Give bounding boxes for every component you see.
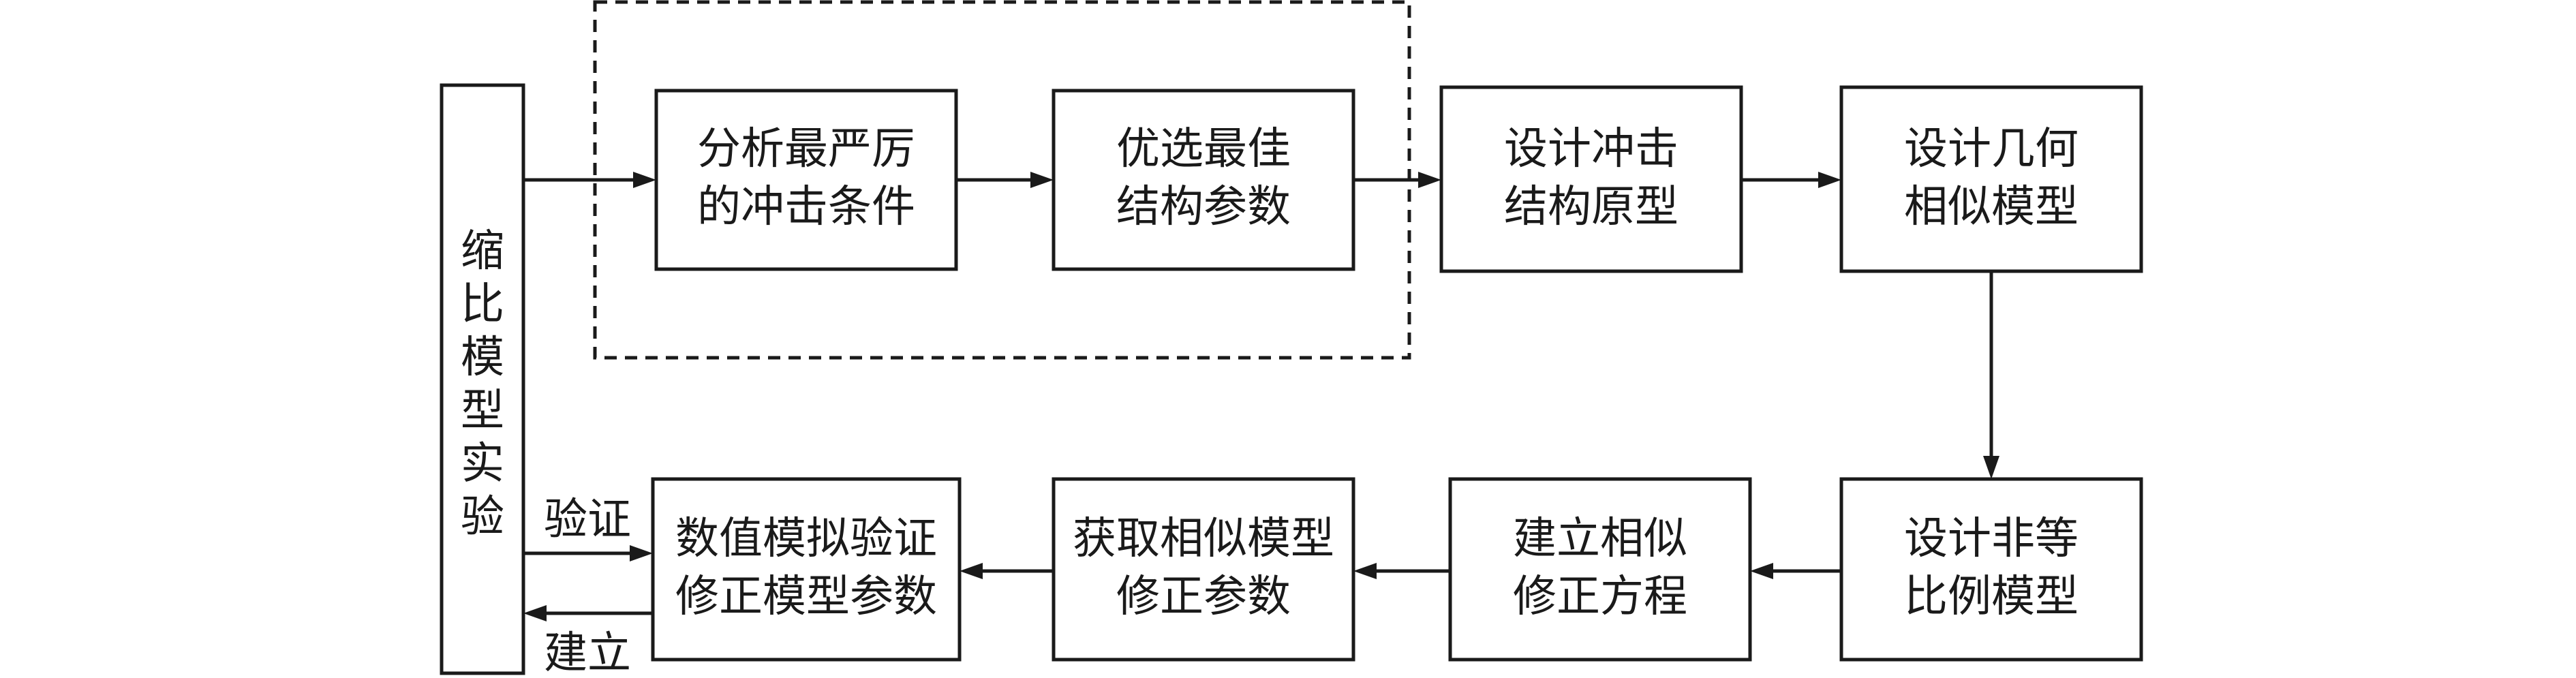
box-numerical-simulation-line2: 修正模型参数: [675, 572, 937, 622]
arrow-verify: [523, 545, 653, 561]
box-design-nonequal-model: 设计非等 比例模型: [1839, 477, 2143, 662]
box-analyze-impact-conditions-line1: 分析最严厉: [697, 124, 915, 174]
box-design-impact-prototype-line2: 结构原型: [1504, 182, 1678, 232]
box-scaled-model-experiment: 缩比模型实验: [440, 83, 525, 675]
box-design-geometric-model: 设计几何 相似模型: [1839, 85, 2143, 273]
box-analyze-impact-conditions-line2: 的冲击条件: [697, 182, 915, 232]
box-scaled-model-experiment-text: 缩比模型实验: [461, 226, 504, 542]
box-design-geometric-model-line1: 设计几何: [1904, 124, 2079, 174]
arrow-obtain-params-to-numerical: [960, 563, 1054, 579]
arrow-analyze-to-optimize: [956, 172, 1054, 188]
arrow-establish: [523, 605, 653, 621]
arrow-design-impact-to-geometric: [1741, 172, 1841, 188]
arrow-optimize-to-design-impact: [1353, 172, 1441, 188]
box-numerical-simulation-line1: 数值模拟验证: [675, 514, 937, 564]
box-establish-correction-equation: 建立相似 修正方程: [1448, 477, 1752, 662]
label-establish: 建立: [544, 628, 631, 678]
box-optimize-structure-params-line1: 优选最佳: [1116, 124, 1291, 174]
box-establish-correction-equation-line1: 建立相似: [1513, 514, 1687, 564]
box-design-geometric-model-line2: 相似模型: [1904, 182, 2079, 232]
box-design-impact-prototype: 设计冲击 结构原型: [1439, 85, 1743, 273]
arrow-nonequal-to-equation: [1750, 563, 1841, 579]
box-establish-correction-equation-line2: 修正方程: [1513, 572, 1687, 622]
box-design-impact-prototype-line1: 设计冲击: [1504, 124, 1678, 174]
box-optimize-structure-params-line2: 结构参数: [1116, 182, 1291, 232]
box-obtain-correction-params-line1: 获取相似模型: [1073, 514, 1334, 564]
box-optimize-structure-params: 优选最佳 结构参数: [1052, 89, 1355, 271]
box-obtain-correction-params: 获取相似模型 修正参数: [1052, 477, 1355, 662]
arrow-geometric-to-nonequal: [1983, 271, 1999, 479]
box-obtain-correction-params-line2: 修正参数: [1116, 572, 1291, 622]
label-verify: 验证: [544, 495, 631, 545]
arrow-equation-to-obtain-params: [1353, 563, 1450, 579]
box-analyze-impact-conditions: 分析最严厉 的冲击条件: [654, 89, 958, 271]
box-design-nonequal-model-line2: 比例模型: [1904, 572, 2079, 622]
arrow-experiment-to-analyze: [523, 172, 656, 188]
box-design-nonequal-model-line1: 设计非等: [1904, 514, 2079, 564]
box-numerical-simulation: 数值模拟验证 修正模型参数: [651, 477, 962, 662]
